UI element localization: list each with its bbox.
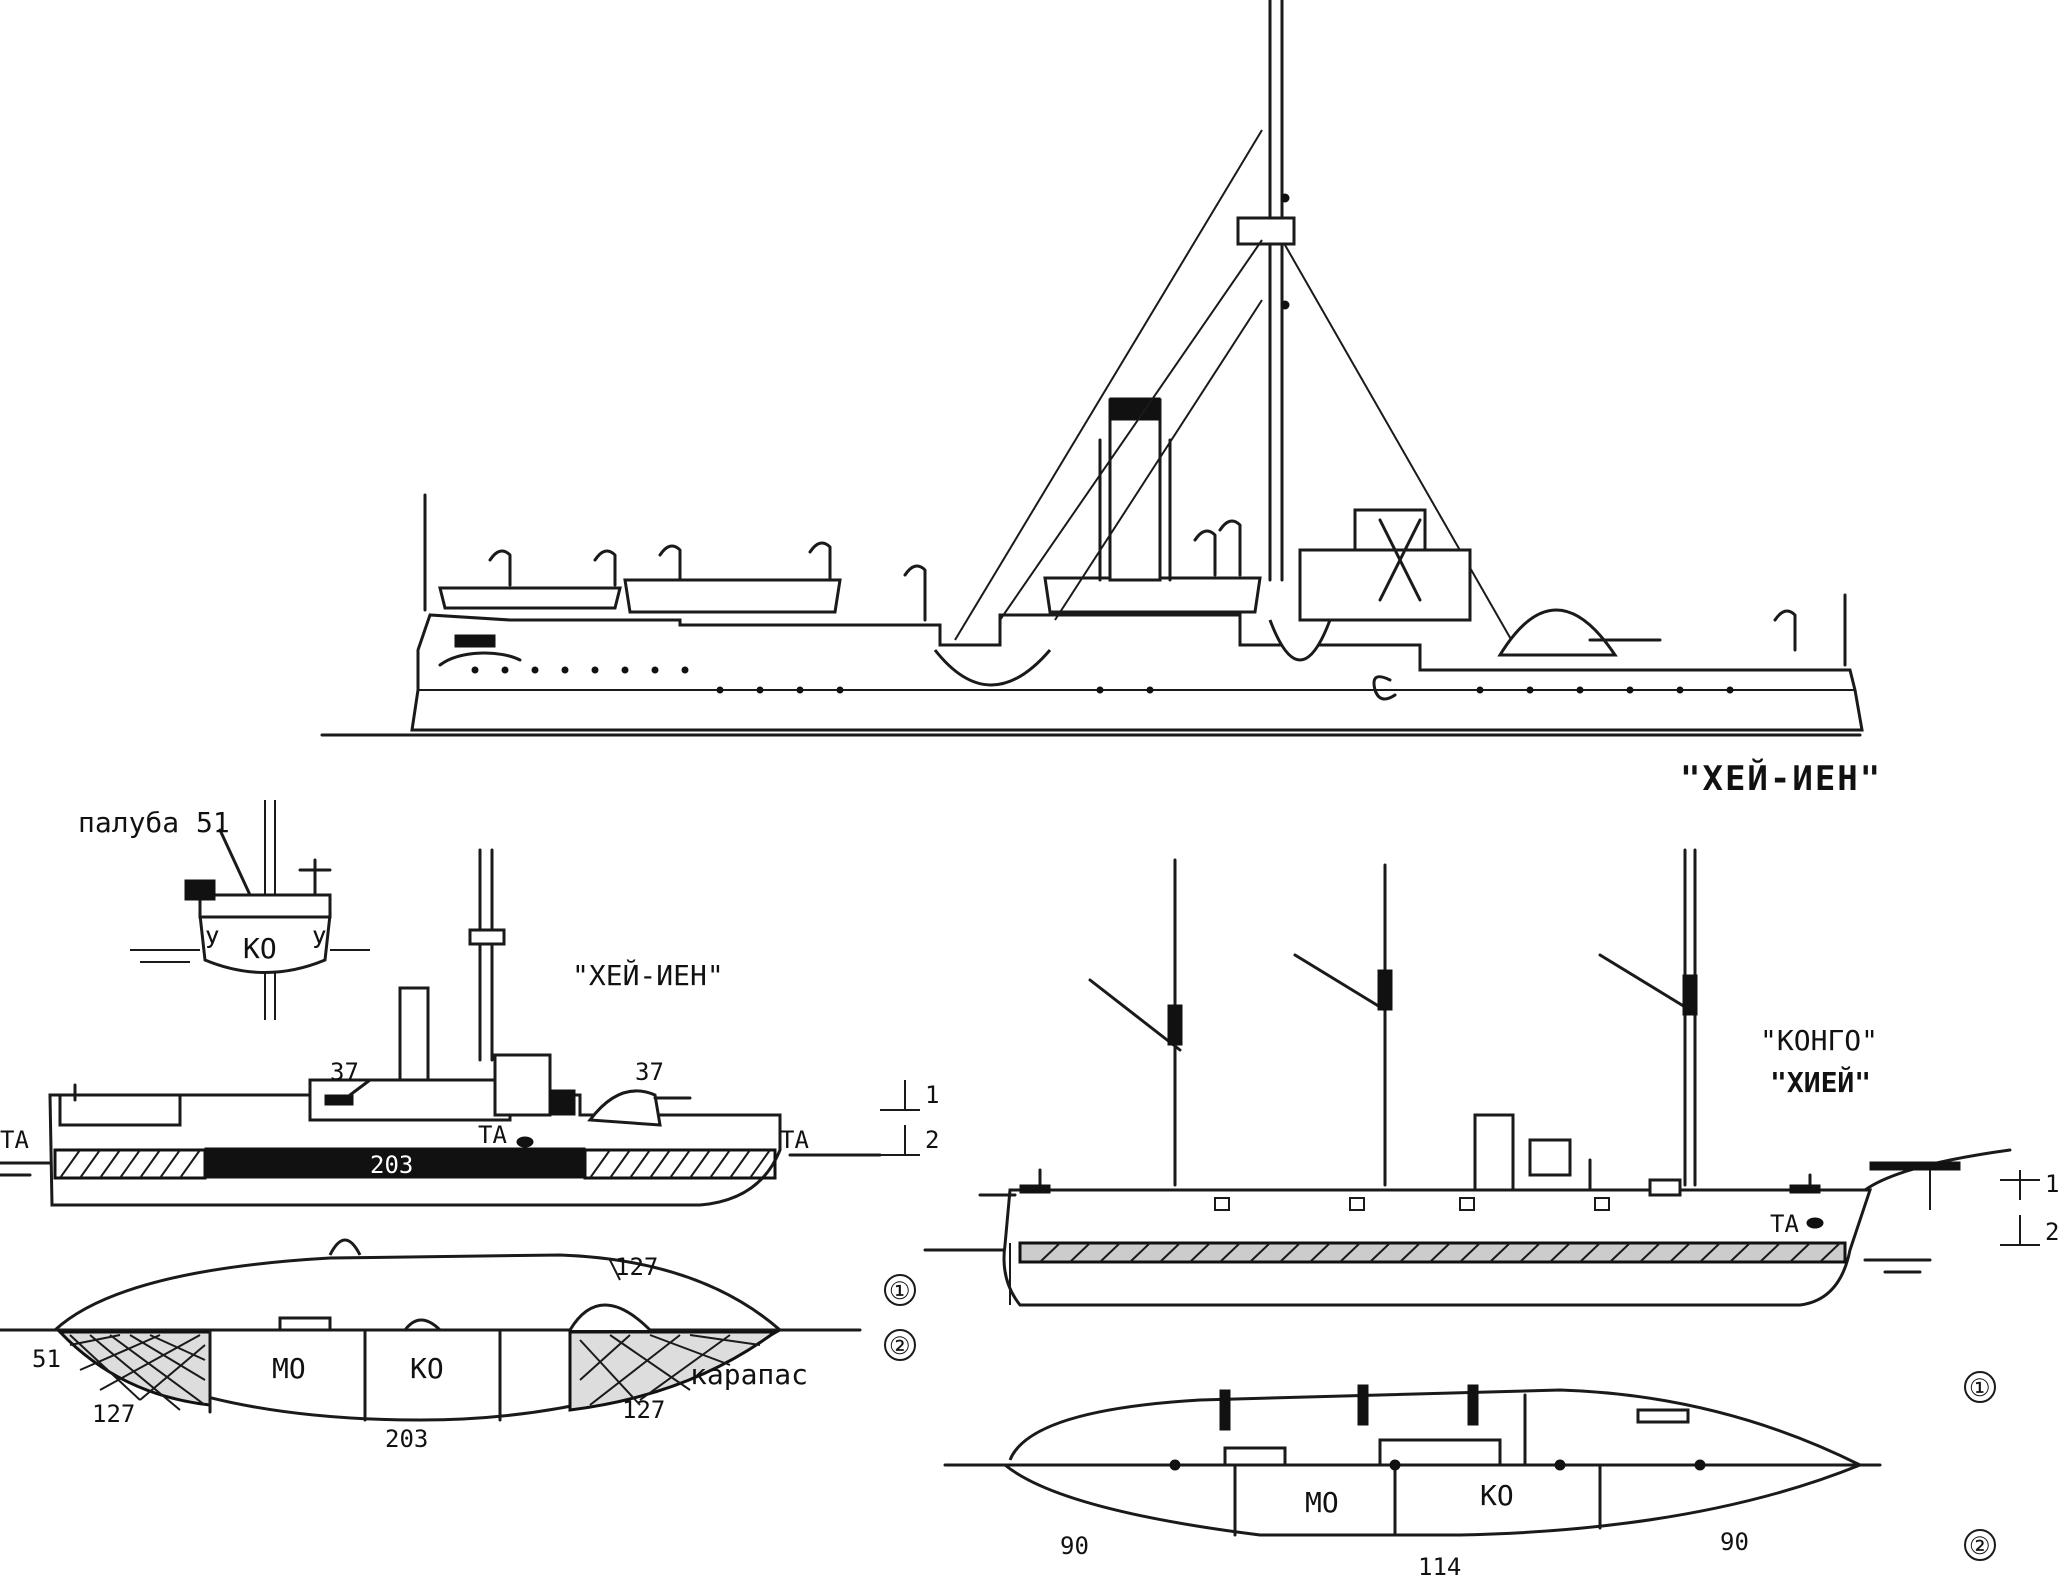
deck-51-label: палуба 51 xyxy=(78,806,230,839)
plan-203-label: 203 xyxy=(385,1425,428,1453)
kongo-level-2-label: 2 xyxy=(2045,1218,2059,1246)
kongo-ko-label: КО xyxy=(1480,1479,1514,1512)
belt-203-label: 203 xyxy=(370,1151,413,1179)
kongo-marker-1: ① xyxy=(1969,1374,1991,1402)
plan-127-right-label: 127 xyxy=(622,1396,665,1424)
kongo-armor-plan xyxy=(943,1371,1996,1561)
section-u-left-label: У xyxy=(205,926,219,954)
kongo-ta-label: ТА xyxy=(1770,1210,1799,1238)
kongo-mo-label: МО xyxy=(1305,1486,1339,1519)
kongo-level-1-label: 1 xyxy=(2045,1170,2059,1198)
hei-ien-large-profile xyxy=(320,0,1864,737)
kongo-90-left-label: 90 xyxy=(1060,1532,1089,1560)
section-u-right-label: У xyxy=(312,926,326,954)
kongo-90-right-label: 90 xyxy=(1720,1528,1749,1556)
kongo-side-profile xyxy=(923,848,2040,1307)
gun-37-left-label: 37 xyxy=(330,1058,359,1086)
ta-mid-label: ТА xyxy=(478,1121,507,1149)
section-ko-label: КО xyxy=(243,932,277,965)
plan-ko-label: КО xyxy=(410,1352,444,1385)
porthole-row xyxy=(471,666,1734,694)
ta-stern-label: ТА xyxy=(780,1126,809,1154)
level-1-label: 1 xyxy=(925,1081,939,1109)
hei-ien-armor-plan xyxy=(0,1238,916,1422)
kongo-114-label: 114 xyxy=(1418,1553,1461,1581)
barbette-127-label: 127 xyxy=(615,1253,658,1281)
top-ship-title: "ХЕЙ-ИЕН" xyxy=(1680,758,1882,799)
plan-51-label: 51 xyxy=(32,1345,61,1373)
hei-ien-cross-section xyxy=(130,800,370,1020)
plan-127-left-label: 127 xyxy=(92,1400,135,1428)
hiei-title: "ХИЕЙ" xyxy=(1770,1065,1871,1099)
hei-ien-marker-2: ② xyxy=(889,1332,911,1360)
gun-37-right-label: 37 xyxy=(635,1058,664,1086)
kongo-marker-2: ② xyxy=(1969,1532,1991,1560)
hei-ien-marker-1: ① xyxy=(889,1277,911,1305)
plan-mo-label: МО xyxy=(272,1352,306,1385)
hei-ien-side-profile xyxy=(0,848,920,1207)
kongo-title: "КОНГО" xyxy=(1760,1024,1878,1057)
carapace-label: карапас xyxy=(690,1358,808,1391)
level-2-label: 2 xyxy=(925,1126,939,1154)
mid-ship-title: "ХЕЙ-ИЕН" xyxy=(572,958,724,992)
ta-bow-label: ТА xyxy=(0,1126,29,1154)
